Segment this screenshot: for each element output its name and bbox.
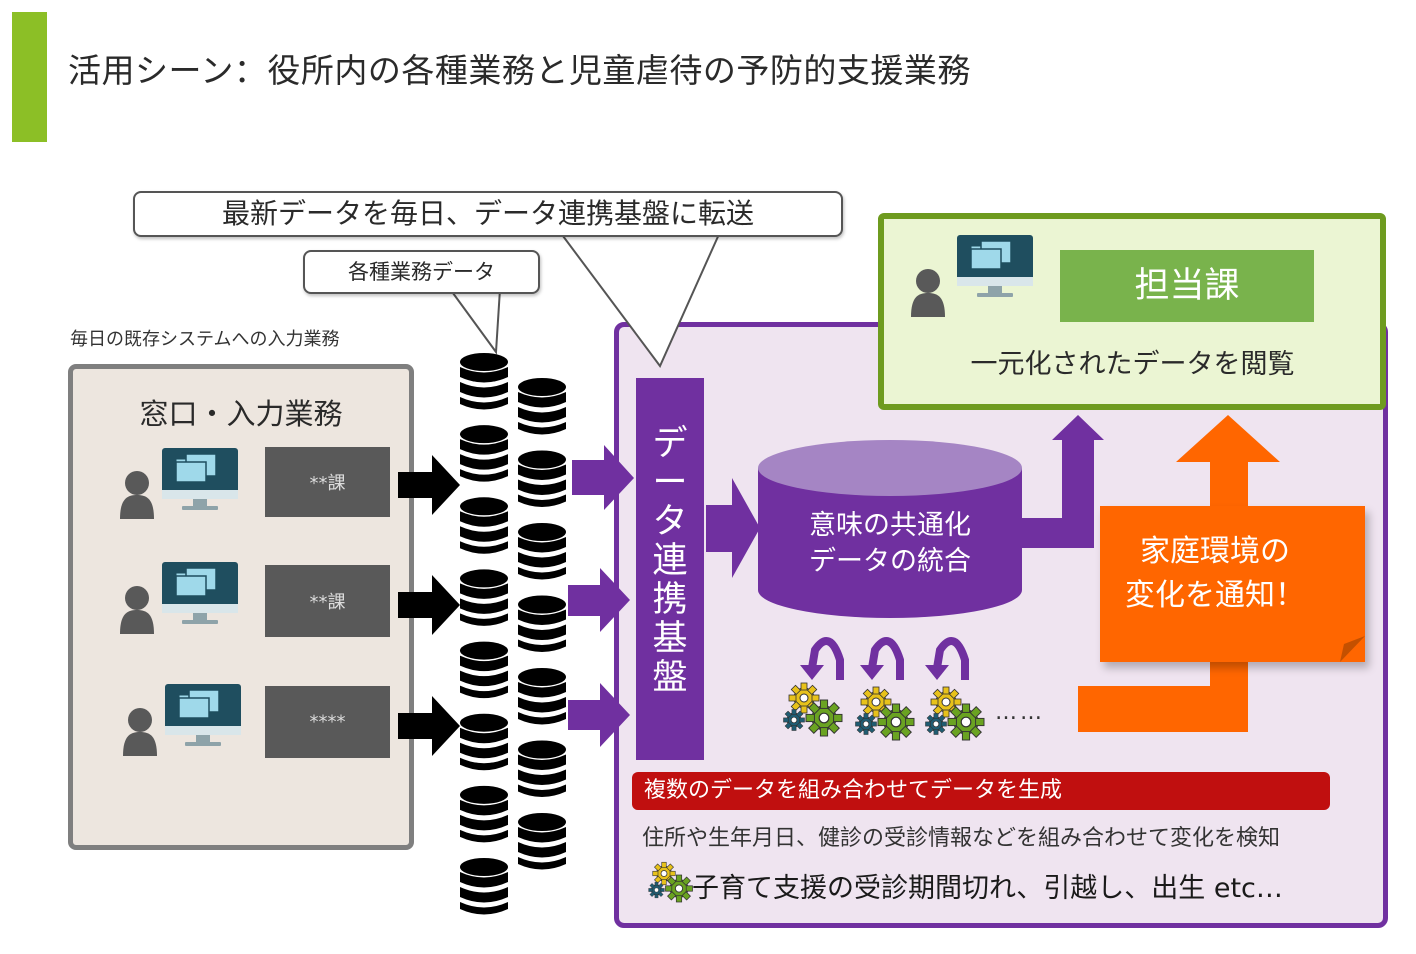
platform-arrows [568,445,634,747]
arrow-right-icon [568,568,630,632]
operator-1 [120,447,239,519]
database-icon [460,569,508,626]
detection-description: 住所や生年月日、健診の受診情報などを組み合わせて変化を検知 [642,826,1281,851]
department-label: **課 [309,473,346,494]
input-arrows [398,455,460,756]
database-icon [518,523,566,580]
department-pill: 担当課 [1060,250,1314,322]
notification-text: 家庭環境の 変化を通知！ [1125,534,1305,613]
database-icon [518,813,566,870]
person-icon [911,269,945,317]
database-icon [460,713,508,771]
department-box-2: **課 [265,565,390,637]
gears-icon [926,687,985,740]
loop-arrow-icon [808,637,844,680]
panel-title: 窓口・入力業務 [139,397,343,431]
monitor-icon [161,447,239,511]
arrow-right-icon [706,478,760,578]
person-icon [123,708,157,756]
business-data-callout: 各種業務データ [303,250,540,294]
department-box-3: **** [265,686,390,758]
department-caption: 一元化されたデータを閲覧 [970,349,1295,380]
arrow-right-icon [568,683,630,747]
data-generation-banner: 複数のデータを組み合わせてデータを生成 [632,772,1330,810]
notification-card [1100,506,1365,662]
department-box-1: **課 [265,447,390,517]
department-label: **** [309,711,346,733]
title-accent-bar [12,12,47,142]
database-icon [518,595,566,652]
integration-label: 意味の共通化 データの統合 [760,508,1020,580]
operator-2 [120,561,239,634]
gears-icon [784,683,843,736]
database-icon [518,378,566,435]
input-work-caption: 毎日の既存システムへの入力業務 [70,329,340,350]
monitor-icon [161,561,239,625]
loop-arrow-icon [868,637,904,680]
monitor-icon [956,234,1034,298]
database-icon [460,497,508,554]
department-label: **課 [309,592,346,613]
integration-line-1: 意味の共通化 [809,510,971,541]
operator-3 [123,683,242,756]
gears-icon [856,687,915,740]
data-platform-label: デ ー タ 連 携 基 盤 [652,424,688,698]
gears-icon [649,862,693,902]
arrow-up-icon [1018,415,1104,548]
arrow-right-icon [572,445,634,510]
database-icon [460,641,508,699]
database-icon [518,450,566,507]
processing-loop-arrows [808,637,969,680]
database-icon [460,785,508,843]
database-icon [518,668,566,725]
arrow-right-icon [398,455,460,515]
page-title: 活用シーン：役所内の各種業務と児童虐待の予防的支援業務 [68,51,971,90]
person-icon [120,586,154,634]
monitor-icon [164,683,242,747]
database-icon [460,425,508,482]
more-processes-ellipsis: …… [995,700,1045,725]
database-icon [518,740,566,797]
database-icon [460,353,508,410]
transfer-callout: 最新データを毎日、データ連携基盤に転送 [133,191,843,237]
integration-line-2: データの統合 [809,546,971,577]
detection-examples: 子育て支援の受診期間切れ、引越し、出生 etc… [692,873,1283,904]
integration-database [758,440,1022,618]
arrow-right-icon [398,575,460,635]
data-platform-bar [636,378,704,760]
loop-arrow-icon [933,637,969,680]
database-icon [460,858,508,915]
arrow-right-icon [398,696,460,756]
department-operator [911,234,1034,317]
database-stack [460,353,566,915]
person-icon [120,471,154,519]
